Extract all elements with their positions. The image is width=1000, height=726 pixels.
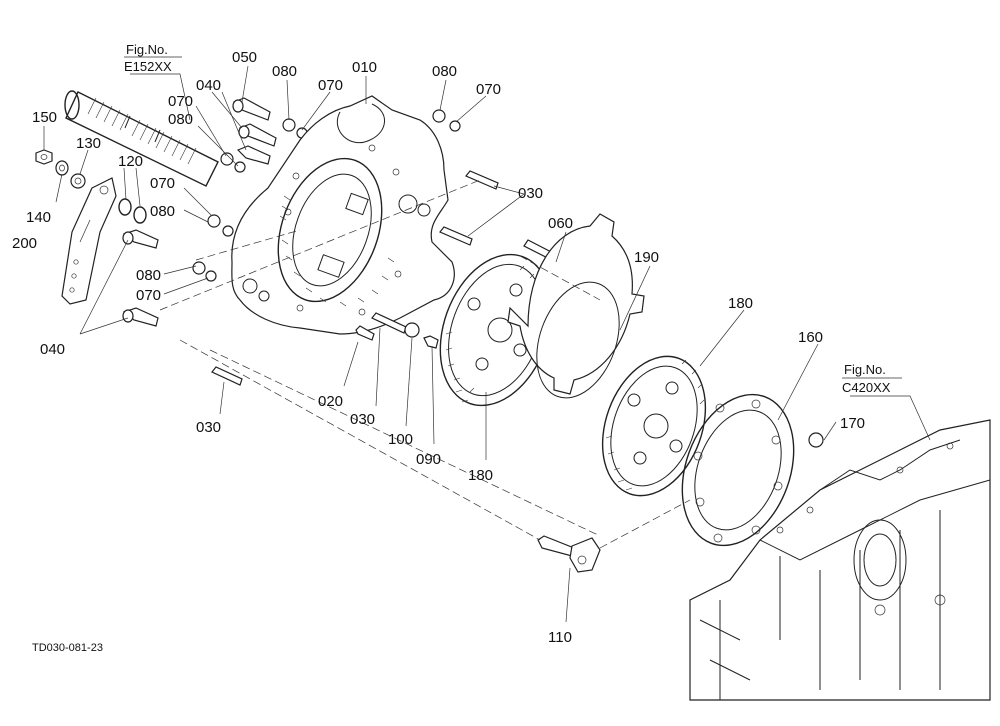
fig-ref-line2: E152XX: [124, 59, 172, 74]
part-label: 080: [168, 111, 193, 128]
part-label: 070: [476, 81, 501, 98]
part-label: 180: [728, 295, 753, 312]
fig-ref-line2: C420XX: [842, 380, 891, 395]
part-label: 080: [272, 63, 297, 80]
leader-lines: [43, 65, 931, 623]
left-hardware-drawing: [35, 149, 246, 327]
part-label: 100: [388, 431, 413, 448]
part-label: 150: [32, 109, 57, 126]
figure-ref-e152xx: Fig.No. E152XX: [124, 42, 182, 74]
part-label: 130: [76, 135, 101, 152]
part-label: 050: [232, 49, 257, 66]
part-label: 030: [196, 419, 221, 436]
part-label: 070: [136, 287, 161, 304]
part-label: 070: [318, 77, 343, 94]
part-label: 170: [840, 415, 865, 432]
part-label: 030: [350, 411, 375, 428]
part-label: 030: [518, 185, 543, 202]
housing-drawing: [231, 95, 455, 335]
part-label: 080: [150, 203, 175, 220]
part-labels: 050 080 070 010 080 070 040 070 080 150 …: [12, 49, 865, 646]
part-label: 060: [548, 215, 573, 232]
gasket-drawing: [681, 393, 824, 547]
shaft-drawing: [64, 90, 219, 187]
part-label: 200: [12, 235, 37, 252]
figure-ref-c420xx: Fig.No. C420XX: [842, 362, 902, 395]
part-110-drawing: [537, 535, 601, 573]
friction-plate-2-drawing: [601, 355, 707, 497]
part-label: 020: [318, 393, 343, 410]
part-label: 070: [168, 93, 193, 110]
drawing-id: TD030-081-23: [32, 642, 103, 654]
part-label: 140: [26, 209, 51, 226]
part-label: 010: [352, 59, 377, 76]
part-label: 090: [416, 451, 441, 468]
fig-ref-line1: Fig.No.: [844, 362, 886, 377]
part-label: 190: [634, 249, 659, 266]
part-label: 160: [798, 329, 823, 346]
part-label: 040: [40, 341, 65, 358]
transmission-case-drawing: [689, 419, 991, 701]
part-label: 080: [432, 63, 457, 80]
fig-ref-line1: Fig.No.: [126, 42, 168, 57]
part-label: 110: [548, 629, 572, 646]
part-label: 080: [136, 267, 161, 284]
steel-plate-drawing: [507, 213, 645, 399]
part-label: 180: [468, 467, 493, 484]
part-label: 040: [196, 77, 221, 94]
part-label: 120: [118, 153, 143, 170]
part-label: 070: [150, 175, 175, 192]
